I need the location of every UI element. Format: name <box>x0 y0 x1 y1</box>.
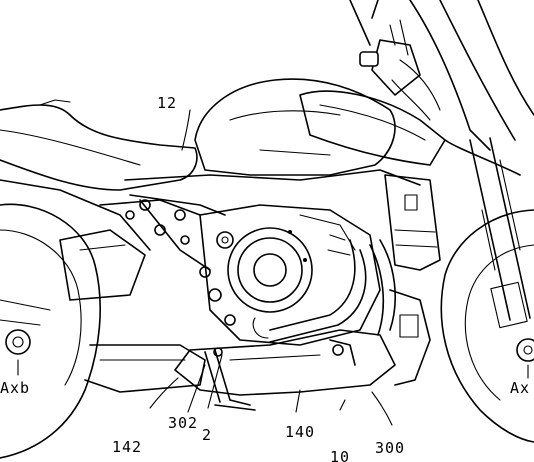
seat <box>0 99 198 191</box>
label-300: 300 <box>375 439 405 457</box>
label-axb: Axb <box>0 379 30 397</box>
label-ax: Ax <box>510 379 530 397</box>
under-cover <box>174 289 431 396</box>
main-frame <box>124 169 421 271</box>
label-10: 10 <box>330 448 350 462</box>
front-wheel <box>440 209 534 443</box>
fuel-tank <box>194 78 396 176</box>
muffler <box>84 344 206 393</box>
label-2: 2 <box>202 426 212 444</box>
label-12: 12 <box>157 94 177 112</box>
rear-wheel <box>0 203 101 459</box>
exhaust-pipes <box>252 239 396 343</box>
label-302: 302 <box>168 414 198 432</box>
engine <box>199 204 381 346</box>
front-fairing <box>299 0 534 176</box>
reference-labels: 12 302 2 140 142 300 10 Axb Ax <box>0 94 530 462</box>
label-142: 142 <box>112 438 142 456</box>
leader-lines <box>17 109 529 426</box>
rear-subframe <box>0 179 201 301</box>
front-fork <box>469 137 531 329</box>
label-140: 140 <box>285 423 315 441</box>
radiator <box>384 174 441 271</box>
side-stand <box>204 347 256 411</box>
